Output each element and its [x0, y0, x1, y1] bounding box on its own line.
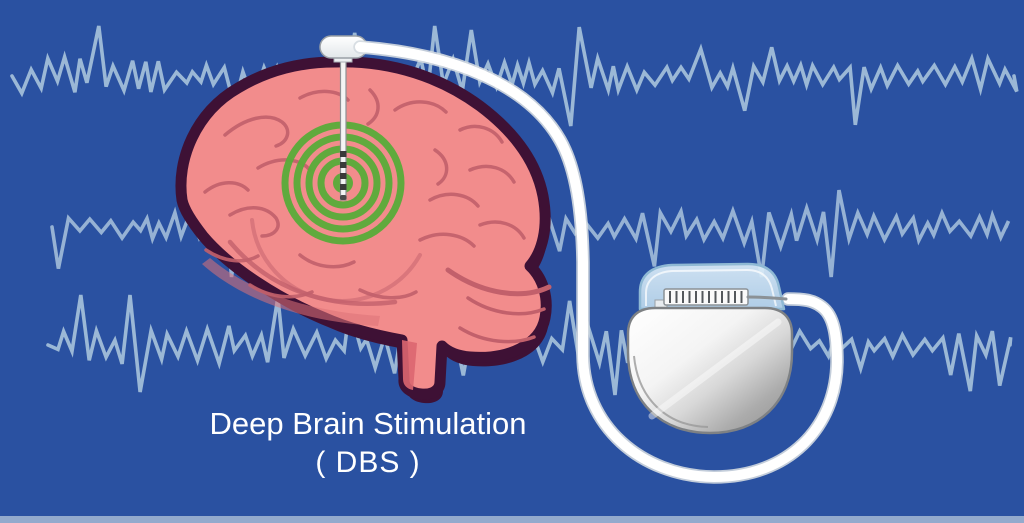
lead-contacts	[340, 151, 347, 200]
bottom-strip	[0, 516, 1024, 523]
extension-cable	[353, 40, 844, 484]
connector-block	[654, 288, 788, 309]
generator-header-inner-line	[645, 268, 777, 307]
caption-line2: ( DBS )	[315, 446, 420, 479]
cerebellum-fold-3	[458, 326, 536, 344]
target-area-fold	[250, 218, 422, 303]
brain-major-folds	[227, 218, 552, 344]
connector-wire	[746, 295, 788, 301]
dbs-electrode-lead	[319, 35, 368, 201]
caption: Deep Brain Stimulation ( DBS )	[209, 406, 526, 479]
generator-sheen	[648, 318, 782, 420]
brain-bottom-shading	[202, 258, 380, 326]
brainstem-shading	[402, 340, 417, 390]
cable-core	[355, 42, 843, 483]
caption-line1: Deep Brain Stimulation	[209, 406, 526, 441]
connector-pins	[669, 291, 743, 303]
generator-can-rim	[633, 355, 709, 428]
pulse-generator	[626, 262, 794, 435]
cerebellum-fold-2	[466, 296, 546, 316]
generator-can	[626, 306, 794, 435]
cerebellum-fold-main	[445, 267, 552, 297]
